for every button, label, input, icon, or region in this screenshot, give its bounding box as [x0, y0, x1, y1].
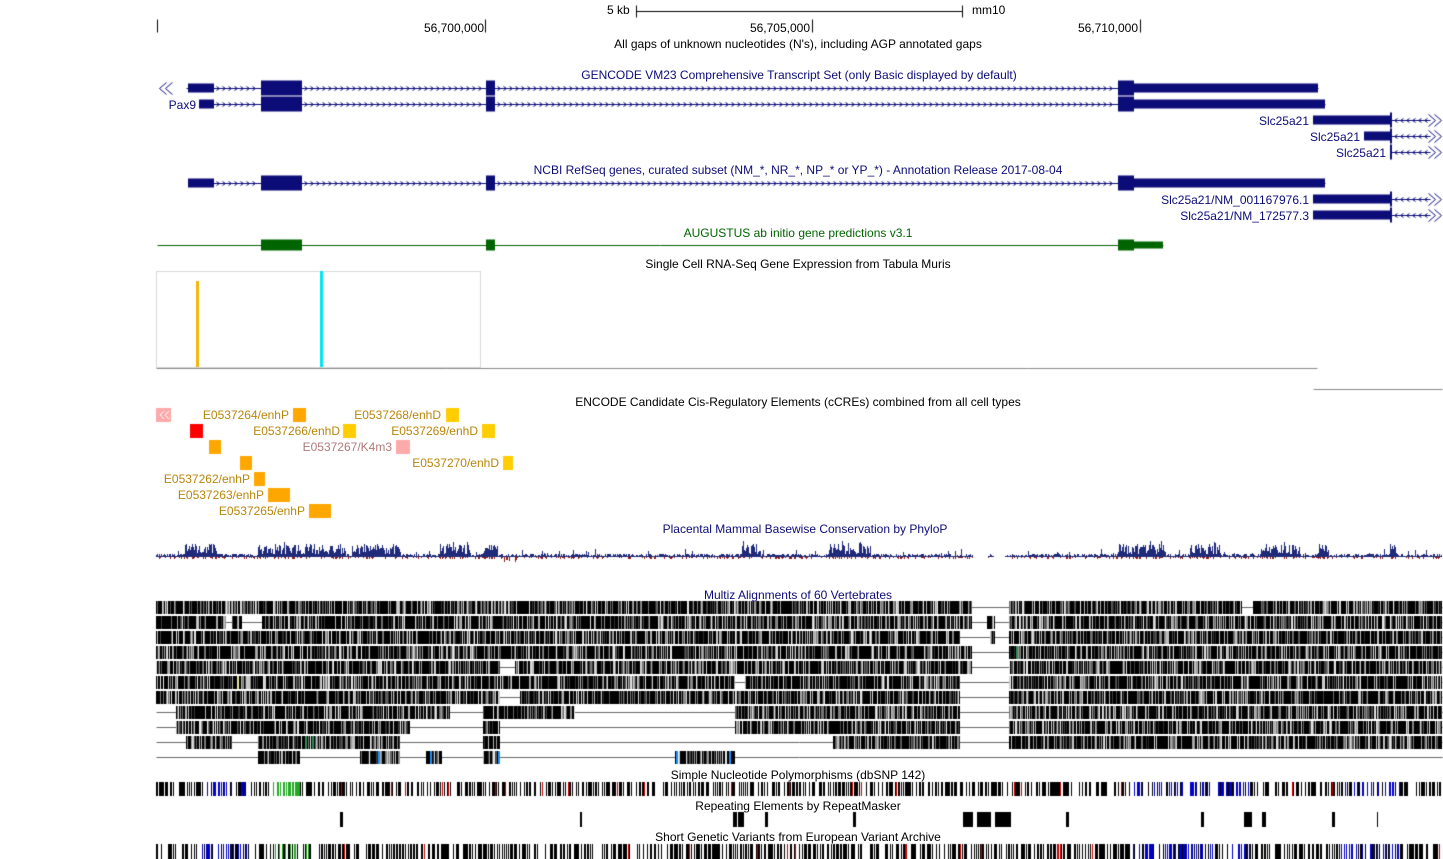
snp-track-title[interactable]: Simple Nucleotide Polymorphisms (dbSNP 1… — [670, 768, 926, 782]
ccre-label-e0537270[interactable]: E0537270/enhD — [412, 456, 499, 470]
ccre-label-e0537267[interactable]: E0537267/K4m3 — [302, 440, 392, 454]
ccre-label-e0537269[interactable]: E0537269/enhD — [391, 424, 478, 438]
refseq-track-title[interactable]: NCBI RefSeq genes, curated subset (NM_*,… — [533, 163, 1063, 177]
phylop-track-title[interactable]: Placental Mammal Basewise Conservation b… — [662, 522, 948, 536]
ruler-position-1: 56,700,000 — [423, 21, 484, 35]
ccre-track-title[interactable]: ENCODE Candidate Cis-Regulatory Elements… — [575, 395, 1021, 409]
scale-bar-label: 5 kb — [607, 3, 630, 17]
refseq-label-nm-172577[interactable]: Slc25a21/NM_172577.3 — [1180, 209, 1309, 223]
ccre-label-e0537268[interactable]: E0537268/enhD — [354, 408, 441, 422]
ccre-label-e0537263[interactable]: E0537263/enhP — [177, 488, 264, 502]
gene-label-slc25a21-1[interactable]: Slc25a21 — [1258, 114, 1309, 128]
repeatmasker-track-title[interactable]: Repeating Elements by RepeatMasker — [695, 799, 901, 813]
tabula-muris-track-title[interactable]: Single Cell RNA-Seq Gene Expression from… — [645, 257, 951, 271]
multiz-track-title[interactable]: Multiz Alignments of 60 Vertebrates — [703, 588, 893, 602]
ccre-label-e0537264[interactable]: E0537264/enhP — [202, 408, 289, 422]
eva-track-title[interactable]: Short Genetic Variants from European Var… — [655, 830, 941, 844]
gene-label-pax9[interactable]: Pax9 — [168, 98, 196, 112]
gencode-track-title[interactable]: GENCODE VM23 Comprehensive Transcript Se… — [581, 68, 1017, 82]
ruler-position-2: 56,705,000 — [749, 21, 810, 35]
gap-track-title[interactable]: All gaps of unknown nucleotides (N's), i… — [614, 37, 982, 51]
gene-label-slc25a21-3[interactable]: Slc25a21 — [1335, 146, 1386, 160]
ccre-label-e0537265[interactable]: E0537265/enhP — [218, 504, 305, 518]
ccre-label-e0537262[interactable]: E0537262/enhP — [163, 472, 250, 486]
gene-label-slc25a21-2[interactable]: Slc25a21 — [1309, 130, 1360, 144]
ruler-position-3: 56,710,000 — [1077, 21, 1138, 35]
ccre-label-e0537266[interactable]: E0537266/enhD — [253, 424, 340, 438]
refseq-label-nm-001167976[interactable]: Slc25a21/NM_001167976.1 — [1161, 193, 1309, 207]
assembly-label: mm10 — [972, 3, 1006, 17]
augustus-track-title[interactable]: AUGUSTUS ab initio gene predictions v3.1 — [683, 226, 913, 240]
